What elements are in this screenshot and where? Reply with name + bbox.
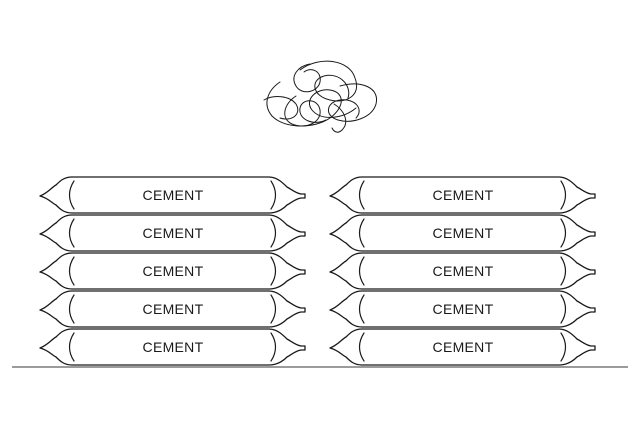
bag-left-crease [358,180,365,210]
bag-label: CEMENT [433,187,494,203]
bag-right-crease [560,256,567,286]
dust-scribble-icon [263,60,378,133]
bag-label: CEMENT [143,225,204,241]
bag-right-crease [560,218,567,248]
bag-label: CEMENT [433,225,494,241]
cement-bag: CEMENT [39,176,306,214]
cement-bag: CEMENT [329,252,596,290]
bag-label: CEMENT [143,263,204,279]
cement-bag: CEMENT [39,290,306,328]
bag-left-crease [68,180,75,210]
bag-left-crease [68,218,75,248]
bag-label: CEMENT [433,301,494,317]
bag-right-crease [560,294,567,324]
bag-outline [39,176,306,214]
bag-outline [329,214,596,252]
bag-label: CEMENT [143,301,204,317]
bag-left-crease [358,256,365,286]
bag-outline [329,328,596,366]
cement-bag: CEMENT [329,328,596,366]
bag-left-crease [358,332,365,362]
cement-bag: CEMENT [39,214,306,252]
cement-bag: CEMENT [39,252,306,290]
cement-bag: CEMENT [329,176,596,214]
bag-label: CEMENT [143,187,204,203]
bag-right-crease [270,218,277,248]
bag-stacks: CEMENTCEMENTCEMENTCEMENTCEMENTCEMENTCEME… [39,176,596,366]
cement-stack-2: CEMENT CEMENT CEMENT CEMENT CEMENT [329,176,596,366]
bag-left-crease [68,332,75,362]
bag-outline [39,214,306,252]
bag-right-crease [560,332,567,362]
bag-label: CEMENT [433,339,494,355]
bag-right-crease [270,332,277,362]
bag-outline [329,252,596,290]
bag-outline [39,328,306,366]
bag-outline [329,176,596,214]
cement-bag: CEMENT [329,214,596,252]
cement-bag: CEMENT [329,290,596,328]
bag-right-crease [270,180,277,210]
bag-left-crease [68,294,75,324]
bag-left-crease [358,294,365,324]
bag-left-crease [358,218,365,248]
bag-left-crease [68,256,75,286]
cement-stack-1: CEMENT CEMENT CEMENT CEMENT CEMENT [39,176,306,366]
bag-label: CEMENT [433,263,494,279]
bag-label: CEMENT [143,339,204,355]
bag-right-crease [270,294,277,324]
bag-outline [329,290,596,328]
bag-right-crease [560,180,567,210]
bag-outline [39,290,306,328]
bag-right-crease [270,256,277,286]
cement-bag: CEMENT [39,328,306,366]
bag-outline [39,252,306,290]
